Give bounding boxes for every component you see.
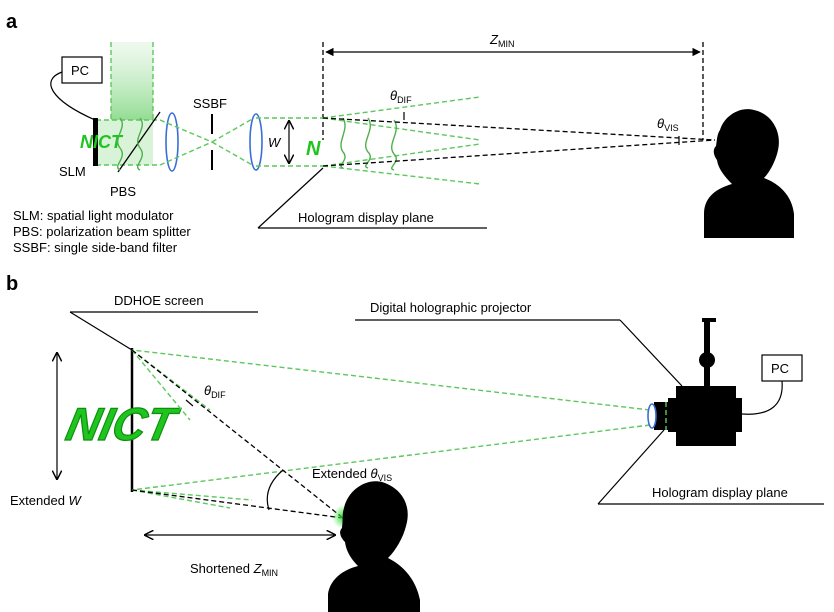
pc-label-b: PC (771, 361, 789, 376)
view-ray-top-b (131, 349, 344, 519)
proj-beam-top (131, 349, 651, 411)
slm-logo: NICT (80, 132, 124, 152)
incident-beam (111, 42, 153, 120)
viewer-silhouette-b (328, 481, 420, 612)
digital-holographic-projector (647, 318, 742, 446)
extended-w-label: Extended W (10, 493, 83, 508)
pc-cable-a (50, 71, 96, 121)
panel-b-letter: b (6, 273, 18, 295)
pc-cable-b (741, 380, 783, 415)
pc-box-b (761, 354, 803, 382)
hologram-plane-label-b: Hologram display plane (652, 485, 788, 500)
w-label-a: W (268, 135, 282, 150)
theta-vis-arc-b (266, 469, 284, 511)
projector-label: Digital holographic projector (370, 300, 532, 315)
legend-ssbf: SSBF: single side-band filter (13, 240, 178, 255)
hologram-plane-leader-a (257, 167, 324, 229)
panel-a: a ZMIN PC NICT (6, 11, 794, 255)
shortened-zmin-label: Shortened ZMIN (190, 561, 278, 578)
viewer-silhouette-a (704, 109, 794, 239)
theta-vis-label-b: Extended θVIS (312, 466, 392, 483)
lens-1 (165, 112, 179, 172)
wave-a1 (117, 117, 123, 171)
view-ray-top-a (322, 117, 716, 141)
pbs-label: PBS (110, 184, 136, 199)
svg-text:NICT: NICT (62, 398, 184, 449)
proj-beam-bottom (131, 424, 651, 491)
projector-lens (647, 403, 657, 429)
view-ray-bottom-b (131, 489, 344, 519)
legend-pbs: PBS: polarization beam splitter (13, 224, 191, 239)
pc-label-a: PC (71, 63, 89, 78)
theta-dif-label-a: θDIF (390, 88, 412, 105)
legend-slm: SLM: spatial light modulator (13, 208, 174, 223)
theta-dif-label-b: θDIF (204, 383, 226, 400)
ddhoe-screen-label: DDHOE screen (114, 293, 204, 308)
panel-a-letter: a (6, 11, 18, 33)
ssbf-label: SSBF (193, 96, 227, 111)
zmin-label: ZMIN (489, 32, 514, 49)
hologram-logo-a: N (306, 138, 321, 160)
slm-label: SLM (59, 164, 86, 179)
theta-vis-label-a: θVIS (657, 116, 679, 133)
wave-a2 (137, 117, 143, 171)
pc-box-a (61, 56, 103, 84)
hologram-plane-label-a: Hologram display plane (298, 210, 434, 225)
lens-2 (249, 113, 263, 171)
panel-b: b DDHOE screen Digital holographic proje… (6, 273, 824, 612)
nict-logo-b: NICT (61, 398, 184, 451)
slm-plate (93, 118, 98, 166)
pbs-splitter (117, 111, 161, 173)
view-ray-bottom-a (322, 139, 716, 167)
